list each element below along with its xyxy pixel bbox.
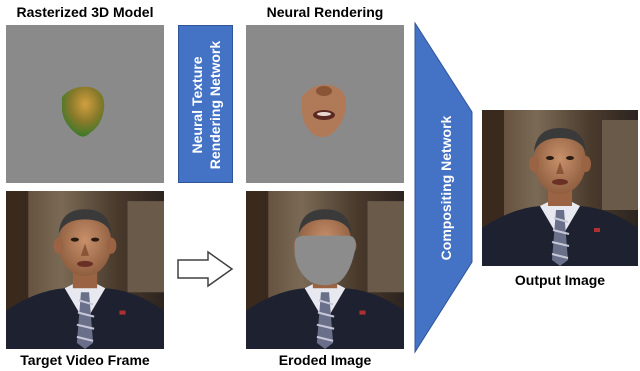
- face-mesh-blob: [62, 86, 105, 137]
- target-video-frame-image: [6, 191, 164, 349]
- neural-rendering-panel: [246, 25, 404, 183]
- neural-texture-label-line2: Rendering Network: [207, 40, 223, 170]
- rasterized-model-panel: [6, 25, 164, 183]
- compositing-network-label: Compositing Network: [438, 115, 454, 261]
- output-image: [482, 110, 638, 266]
- right-arrow-icon: [177, 250, 234, 288]
- caption-eroded-image: Eroded Image: [278, 352, 372, 368]
- neural-texture-rendering-network-box: Neural Texture Rendering Network: [178, 25, 233, 183]
- caption-neural-rendering: Neural Rendering: [266, 4, 384, 20]
- caption-rasterized-model: Rasterized 3D Model: [16, 4, 154, 20]
- eroded-image: [246, 191, 404, 349]
- caption-output-image: Output Image: [514, 272, 606, 288]
- caption-target-video-frame: Target Video Frame: [20, 352, 150, 368]
- rendered-mouth-region: [302, 84, 347, 137]
- compositing-network-shape: [414, 22, 473, 354]
- erosion-mask: [294, 235, 356, 286]
- neural-texture-network-label: Neural Texture Rendering Network: [188, 26, 224, 184]
- neural-texture-label-line1: Neural Texture: [189, 56, 205, 154]
